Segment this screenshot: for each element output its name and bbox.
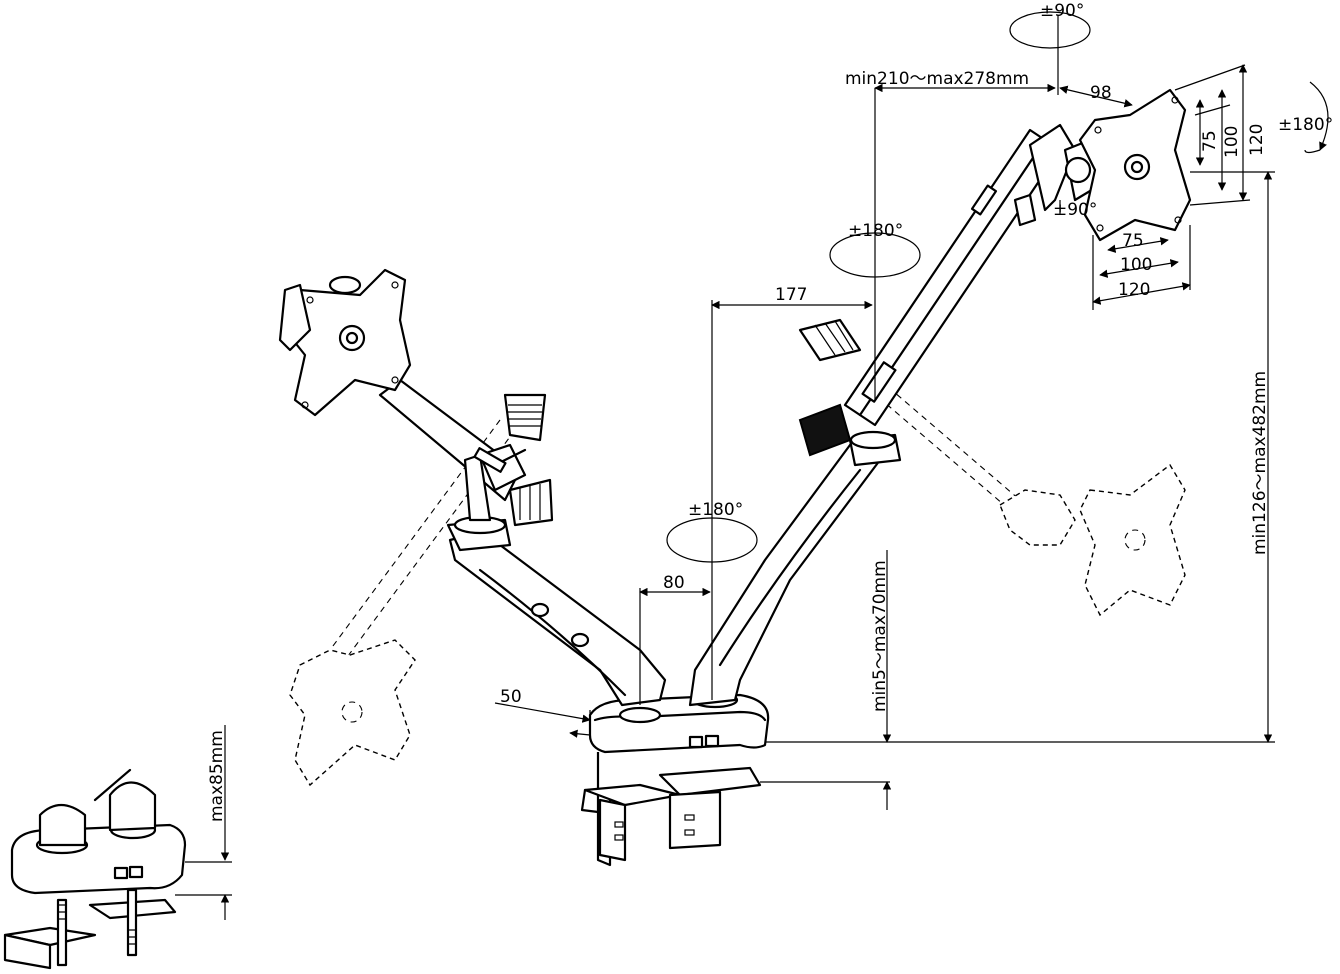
label-clamp-thickness: max85mm [207, 730, 227, 822]
desk-base [588, 691, 770, 754]
label-rot-top: ±90° [1040, 1, 1084, 21]
label-swivel-base: ±180° [688, 500, 743, 520]
label-vesa-offset: 98 [1090, 83, 1112, 103]
label-tilt: ±90° [1053, 200, 1097, 220]
right-arm [688, 123, 1102, 707]
dimension-lines [175, 11, 1329, 920]
left-arm [378, 378, 667, 707]
label-arm-offset: 177 [775, 285, 807, 305]
label-post-offset: 80 [663, 573, 685, 593]
dimension-labels: ±90° min210～max278mm 98 ±180° 75 100 120… [207, 1, 1333, 822]
right-vesa-plate [1078, 88, 1192, 242]
label-vesa-h100: 100 [1120, 255, 1152, 275]
label-vesa-v75: 75 [1200, 130, 1220, 152]
label-vesa-h75: 75 [1122, 231, 1144, 251]
label-vesa-v100: 100 [1222, 126, 1242, 158]
clamp-detail [3, 768, 187, 970]
label-vesa-v120: 120 [1247, 124, 1267, 156]
label-height-range: min126～max482mm [1250, 371, 1270, 555]
label-vesa-h120: 120 [1118, 280, 1150, 300]
left-vesa-plate [278, 268, 412, 417]
desk-clamp [580, 752, 762, 867]
label-base-height: min5～max70mm [870, 560, 890, 712]
label-base-edge: 50 [500, 687, 522, 707]
label-reach: min210～max278mm [845, 69, 1029, 89]
label-rot-side: ±180° [1278, 115, 1333, 135]
ghost-right-arm [869, 379, 1186, 617]
label-swivel-upper: ±180° [848, 221, 903, 241]
